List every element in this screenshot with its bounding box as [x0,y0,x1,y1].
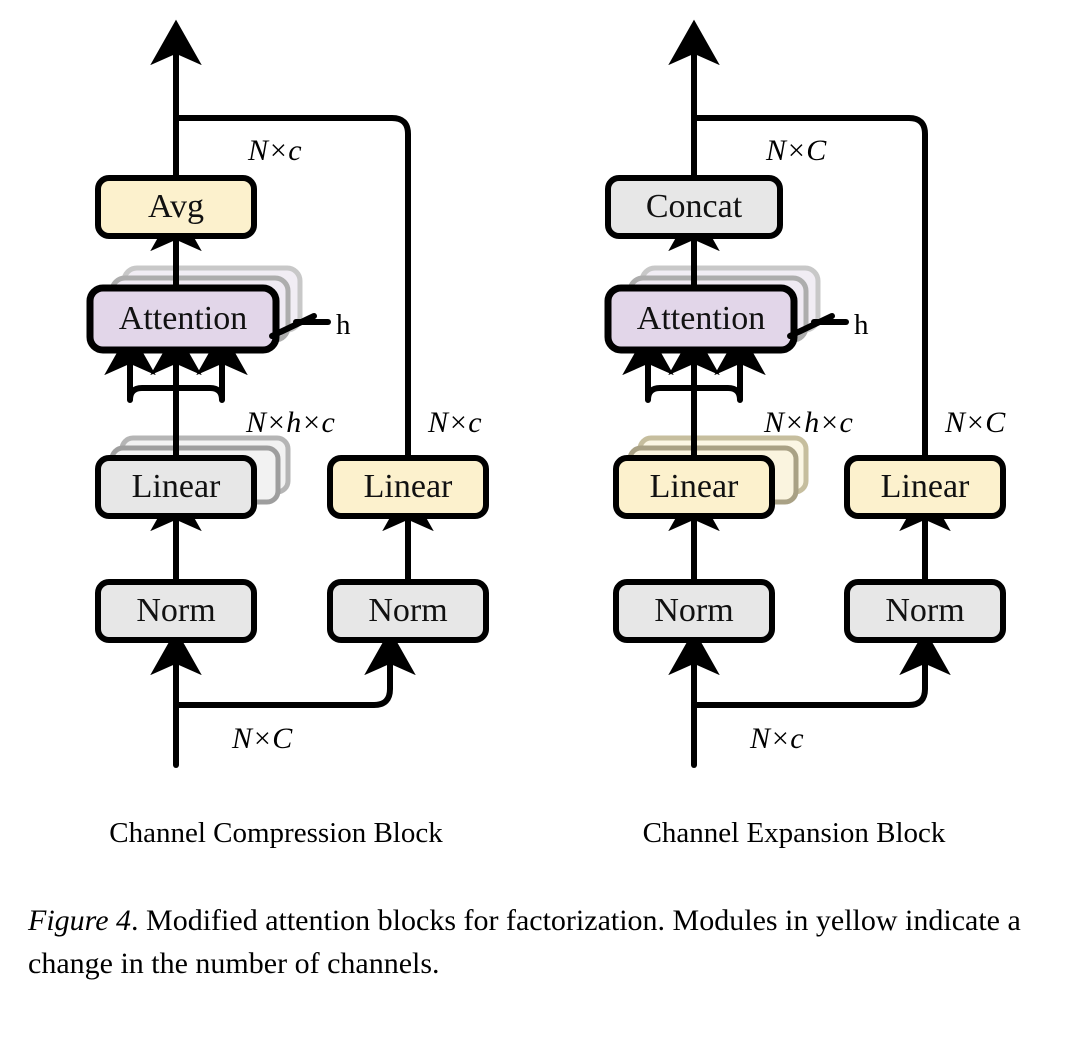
edge-skip-column-left [176,115,411,462]
node-avg-left[interactable]: Avg [95,175,257,239]
block-caption-channel-compression: Channel Compression Block [109,817,443,849]
edge-label-input-right: N×c [749,722,804,755]
qkv-fan-left [104,329,248,403]
edge-label-attention-in-right: N×h×c [763,406,853,439]
node-attention-right-label: Attention [637,300,765,337]
node-attention-left-label: Attention [119,300,247,337]
figure-caption-text: . Modified attention blocks for factoriz… [28,904,1021,980]
heads-multiplicity-left: h [269,309,351,341]
node-norm-main-right[interactable]: Norm [613,579,775,643]
edge-input-skip-right [691,629,951,708]
node-norm-skip-right-label: Norm [885,592,964,629]
node-norm-skip-left-label: Norm [368,592,447,629]
node-linear-skip-right[interactable]: Linear [844,455,1006,519]
edge-label-output-right: N×C [765,134,827,167]
edge-input-skip-left [173,629,416,708]
edge-label-skip-upper-left: N×c [427,406,482,439]
node-norm-skip-left[interactable]: Norm [327,579,489,643]
node-linear-main-left-label: Linear [132,468,221,505]
node-norm-skip-right[interactable]: Norm [844,579,1006,643]
node-avg-left-label: Avg [148,188,204,225]
block-channel-expansion: Linear Linear Norm Norm Attention [604,19,1006,849]
node-attention-left[interactable]: Attention [86,284,280,354]
diagram-canvas: Linear Linear Norm Norm [86,19,1006,849]
node-linear-skip-left-label: Linear [364,468,453,505]
block-channel-compression: Linear Linear Norm Norm [86,19,489,849]
node-norm-main-right-label: Norm [654,592,733,629]
figure-caption-lead: Figure 4 [28,904,132,937]
node-norm-main-left[interactable]: Norm [95,579,257,643]
edge-skip-column-right [694,115,928,462]
node-concat-right-label: Concat [646,188,743,225]
node-linear-main-left[interactable]: Linear [95,455,257,519]
edge-label-input-left: N×C [231,722,293,755]
node-linear-skip-left[interactable]: Linear [327,455,489,519]
node-concat-right[interactable]: Concat [605,175,783,239]
figure-caption: Figure 4. Modified attention blocks for … [28,900,1038,985]
node-attention-right[interactable]: Attention [604,284,798,354]
heads-multiplicity-right: h [787,309,869,341]
node-linear-main-right-label: Linear [650,468,739,505]
edge-label-output-left: N×c [247,134,302,167]
edge-label-attention-in-left: N×h×c [245,406,335,439]
heads-multiplicity-right-label: h [854,309,869,341]
edge-label-skip-upper-right: N×C [944,406,1006,439]
node-linear-main-right[interactable]: Linear [613,455,775,519]
node-linear-skip-right-label: Linear [881,468,970,505]
node-norm-main-left-label: Norm [136,592,215,629]
qkv-fan-right [622,329,766,403]
heads-multiplicity-left-label: h [336,309,351,341]
block-caption-channel-expansion: Channel Expansion Block [643,817,946,849]
